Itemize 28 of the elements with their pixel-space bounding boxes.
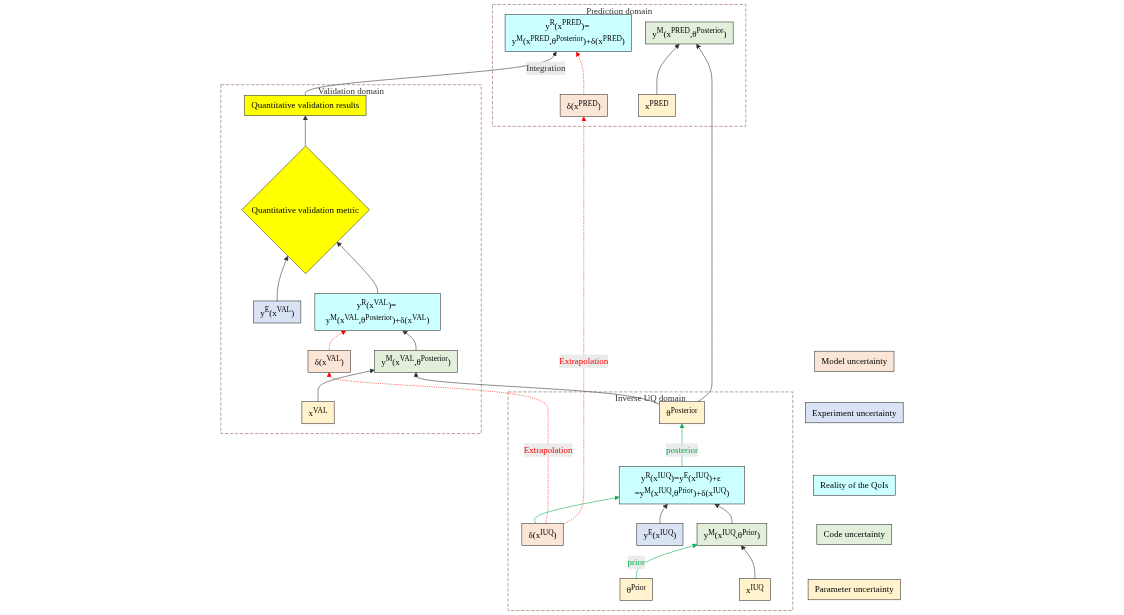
node-box: x$^{PRED}$ — [638, 94, 676, 117]
node-box: Code uncertainty — [816, 524, 893, 545]
edge-label: Extrapolation — [559, 356, 609, 366]
node-box: y$^{R}$(x$^{PRED}$)= y$^{M}$(x$^{PRED}$,θ$^{Posterior}$)+δ(x$^{PRED}$) — [504, 14, 632, 52]
node-box: Experiment uncertainty — [805, 402, 904, 424]
node-box: Quantitative validation results — [244, 95, 367, 116]
node-box: δ(x$^{PRED}$) — [559, 94, 608, 117]
node-box: θ$^{Posterior}$ — [659, 401, 705, 425]
node-box: y$^{E}$(x$^{IUQ}$) — [636, 523, 684, 546]
node-box: δ(x$^{IUQ}$) — [521, 523, 564, 546]
node-diamond: Quantitative validation metric — [241, 145, 370, 274]
node-box: y$^{M}$(x$^{IUQ}$,θ$^{Prior}$) — [696, 523, 768, 546]
edge-label: prior — [627, 557, 646, 567]
node-box: Parameter uncertainty — [807, 579, 901, 601]
node-box: x$^{VAL}$ — [301, 401, 335, 425]
edge-label: Extrapolation — [523, 445, 573, 455]
node-box: Reality of the QoIs — [813, 474, 896, 496]
node-box: δ(x$^{VAL}$) — [307, 350, 351, 373]
node-box: x$^{IUQ}$ — [739, 578, 771, 601]
edge-label: posterior — [666, 445, 698, 455]
node-box: y$^{M}$(x$^{PRED}$,θ$^{Posterior}$) — [645, 21, 734, 45]
node-box: y$^{R}$(x$^{IUQ}$)=y$^{E}$(x$^{IUQ}$)+ε =y$^{M}$(x$^{IUQ}$,θ$^{Prior}$)+δ(x$^{IUQ}$) — [618, 466, 745, 505]
node-box: y$^{R}$(x$^{VAL}$)= y$^{M}$(x$^{VAL}$,θ$^{Posterior}$)+δ(x$^{VAL}$) — [314, 293, 441, 331]
node-box: θ$^{Prior}$ — [619, 578, 653, 601]
edge-label: Integration — [526, 63, 566, 73]
node-box: y$^{E}$(x$^{VAL}$) — [253, 300, 302, 324]
node-box: y$^{M}$(x$^{VAL}$,θ$^{Posterior}$) — [374, 350, 458, 373]
node-box: Model uncertainty — [814, 350, 895, 372]
